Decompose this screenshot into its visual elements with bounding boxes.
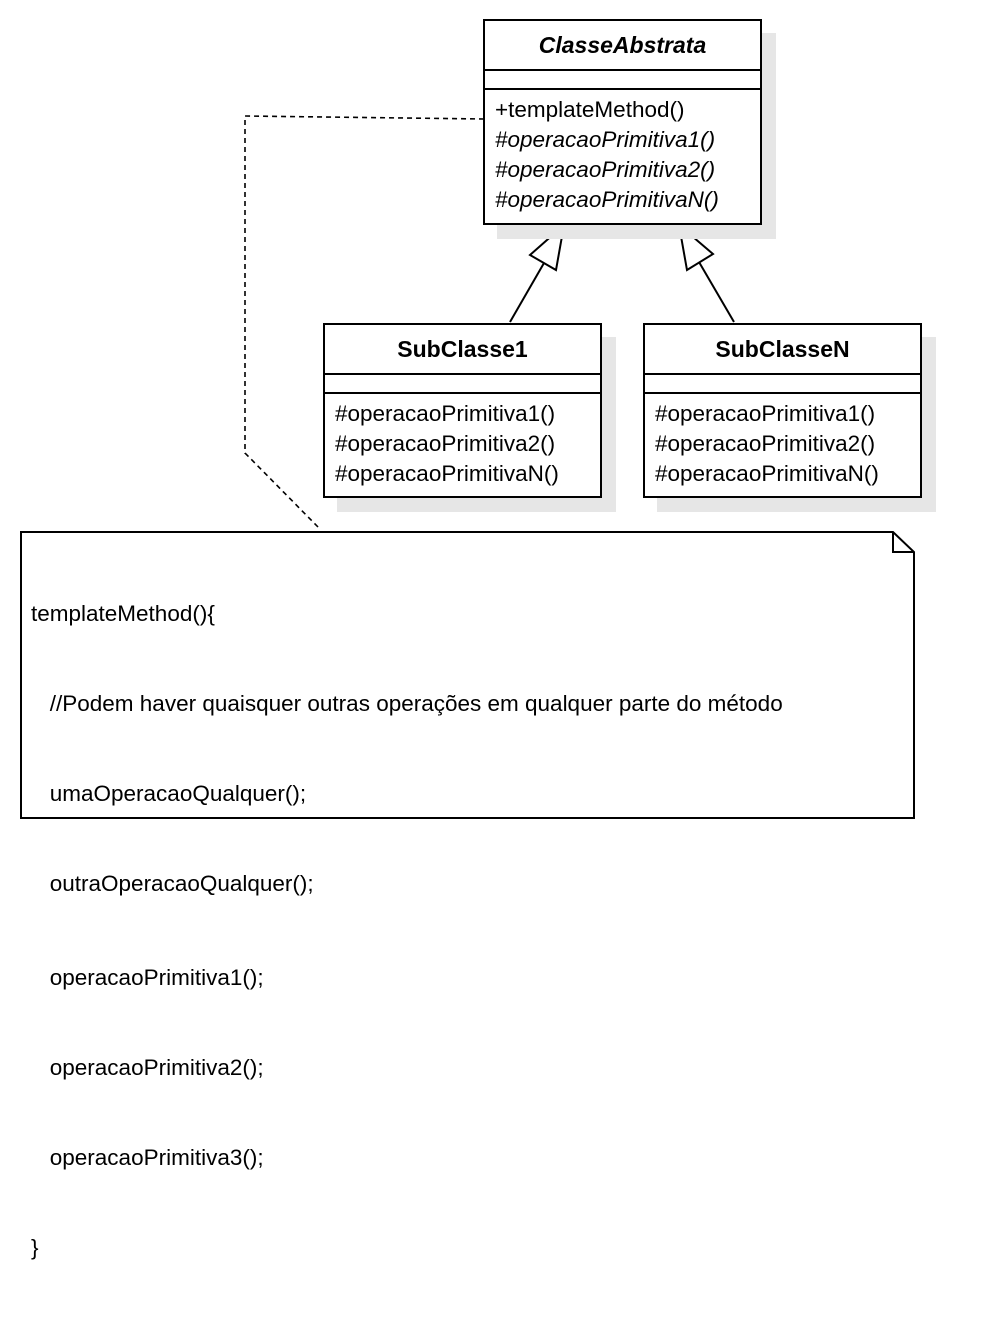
subclass1-op-primitiva1: #operacaoPrimitiva1() [335, 401, 556, 426]
subclass1-op-primitiva2: #operacaoPrimitiva2() [335, 431, 556, 456]
note-line-outra-operacao: outraOperacaoQualquer(); [31, 871, 314, 896]
generalization-line-subclass1 [509, 262, 545, 323]
subclass1-attributes [325, 375, 600, 394]
connector-layer [244, 115, 735, 528]
abstract-op-primitivan: #operacaoPrimitivaN() [495, 187, 719, 212]
subclassn-operations: #operacaoPrimitiva1() #operacaoPrimitiva… [645, 394, 920, 489]
abstract-class-name: ClasseAbstrata [485, 21, 760, 71]
subclass1-box[interactable]: SubClasse1 #operacaoPrimitiva1() #operac… [323, 323, 602, 498]
abstract-op-primitiva1: #operacaoPrimitiva1() [495, 127, 716, 152]
subclassn-op-primitivan: #operacaoPrimitivaN() [655, 461, 879, 486]
generalization-line-subclassn [698, 261, 735, 323]
note-line-primitiva2: operacaoPrimitiva2(); [31, 1055, 264, 1080]
note-line-closing-brace: } [31, 1235, 39, 1260]
subclassn-name: SubClasseN [645, 325, 920, 375]
note-line-uma-operacao: umaOperacaoQualquer(); [31, 781, 307, 806]
abstract-op-primitiva2: #operacaoPrimitiva2() [495, 157, 716, 182]
note-line-comment: //Podem haver quaisquer outras operações… [31, 691, 783, 716]
generalization-arrowhead-subclass1 [528, 222, 566, 272]
abstract-class-operations: +templateMethod() #operacaoPrimitiva1() … [485, 90, 760, 215]
subclassn-op-primitiva2: #operacaoPrimitiva2() [655, 431, 876, 456]
subclassn-op-primitiva1: #operacaoPrimitiva1() [655, 401, 876, 426]
abstract-class-box[interactable]: ClasseAbstrata +templateMethod() #operac… [483, 19, 762, 225]
abstract-op-template-method: +templateMethod() [495, 97, 685, 122]
note-line-primitiva1: operacaoPrimitiva1(); [31, 965, 264, 990]
template-method-note[interactable]: templateMethod(){ //Podem haver quaisque… [20, 531, 915, 1260]
note-outline [20, 531, 915, 819]
subclassn-attributes [645, 375, 920, 394]
generalization-arrowhead-subclassn [677, 222, 715, 272]
subclassn-box[interactable]: SubClasseN #operacaoPrimitiva1() #operac… [643, 323, 922, 498]
note-line-signature: templateMethod(){ [31, 601, 215, 626]
note-line-primitiva3: operacaoPrimitiva3(); [31, 1145, 264, 1170]
subclass1-name: SubClasse1 [325, 325, 600, 375]
subclass1-op-primitivan: #operacaoPrimitivaN() [335, 461, 559, 486]
note-anchor-line [244, 115, 485, 528]
abstract-class-attributes [485, 71, 760, 90]
subclass1-operations: #operacaoPrimitiva1() #operacaoPrimitiva… [325, 394, 600, 489]
note-text: templateMethod(){ //Podem haver quaisque… [31, 539, 783, 1323]
